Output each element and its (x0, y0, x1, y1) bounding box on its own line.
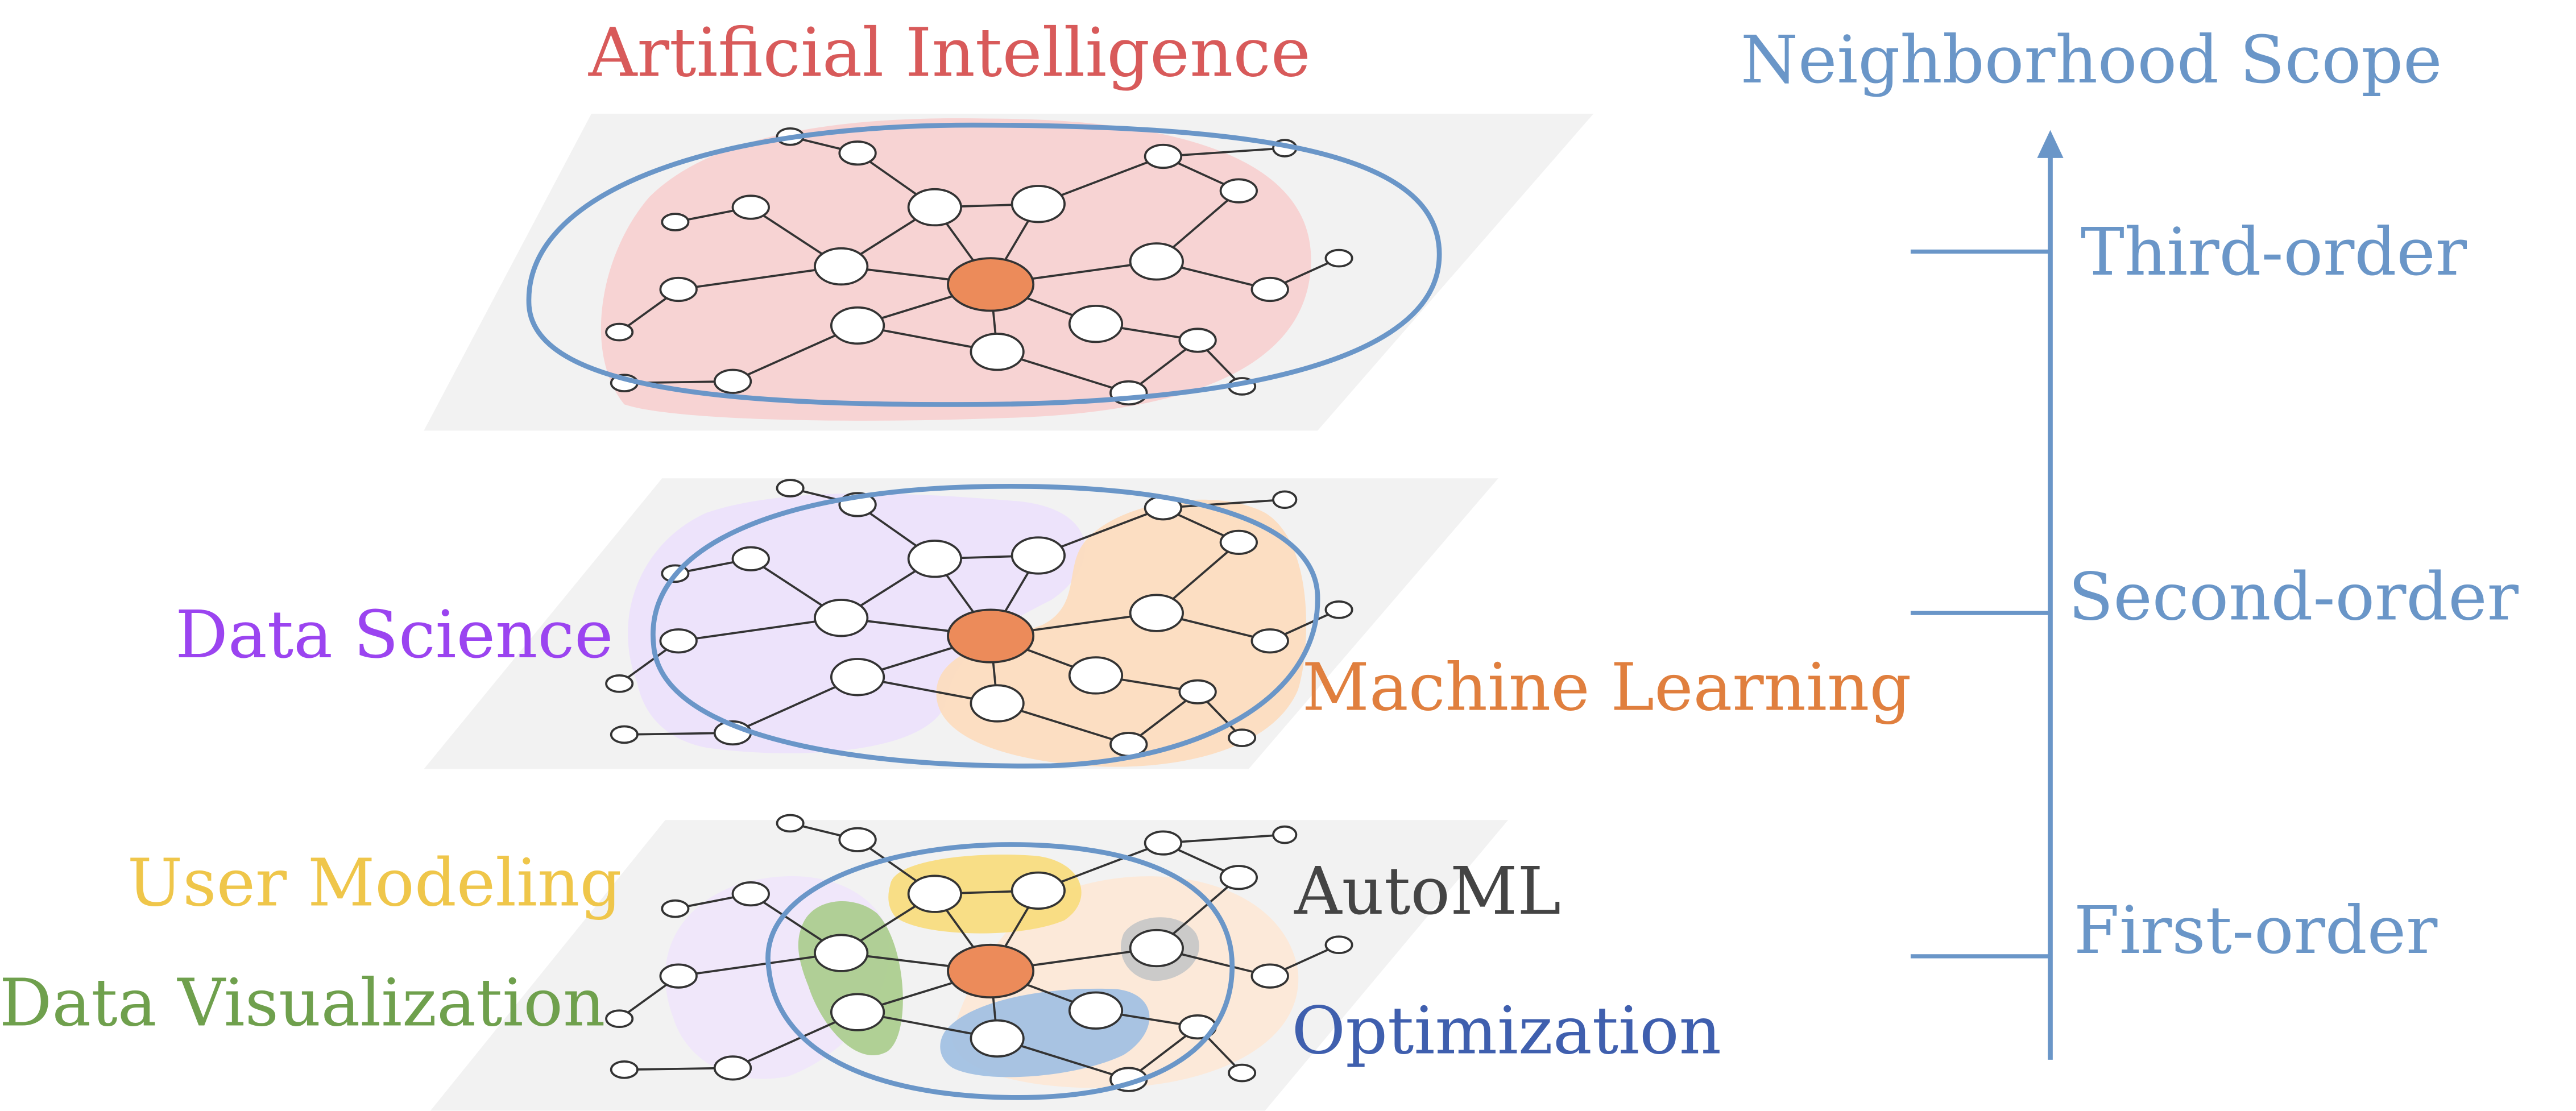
label-automl: AutoML (1294, 853, 1561, 930)
label-data-visualization: Data Visualization (0, 965, 605, 1041)
scope-level-second-order: Second-order (2068, 559, 2519, 636)
machine-learning-cluster (936, 499, 1307, 767)
third-order-boundary (526, 122, 1442, 407)
scope-arrow-head (2037, 130, 2064, 158)
scope-axis (1910, 130, 2064, 1060)
layer-second-order (424, 478, 1498, 769)
label-data-science: Data Science (175, 597, 613, 673)
layer-first-order (430, 814, 1509, 1111)
scope-title: Neighborhood Scope (1741, 22, 2442, 98)
label-user-modeling: User Modeling (127, 845, 622, 921)
label-optimization: Optimization (1291, 993, 1721, 1069)
first-order-boundary (765, 842, 1235, 1100)
label-artificial-intelligence: Artificial Intelligence (588, 13, 1311, 92)
label-machine-learning: Machine Learning (1302, 650, 1912, 726)
scope-level-first-order: First-order (2074, 893, 2438, 969)
layer-third-order (424, 113, 1594, 431)
scope-level-third-order: Third-order (2081, 214, 2467, 291)
second-order-boundary (651, 483, 1320, 769)
